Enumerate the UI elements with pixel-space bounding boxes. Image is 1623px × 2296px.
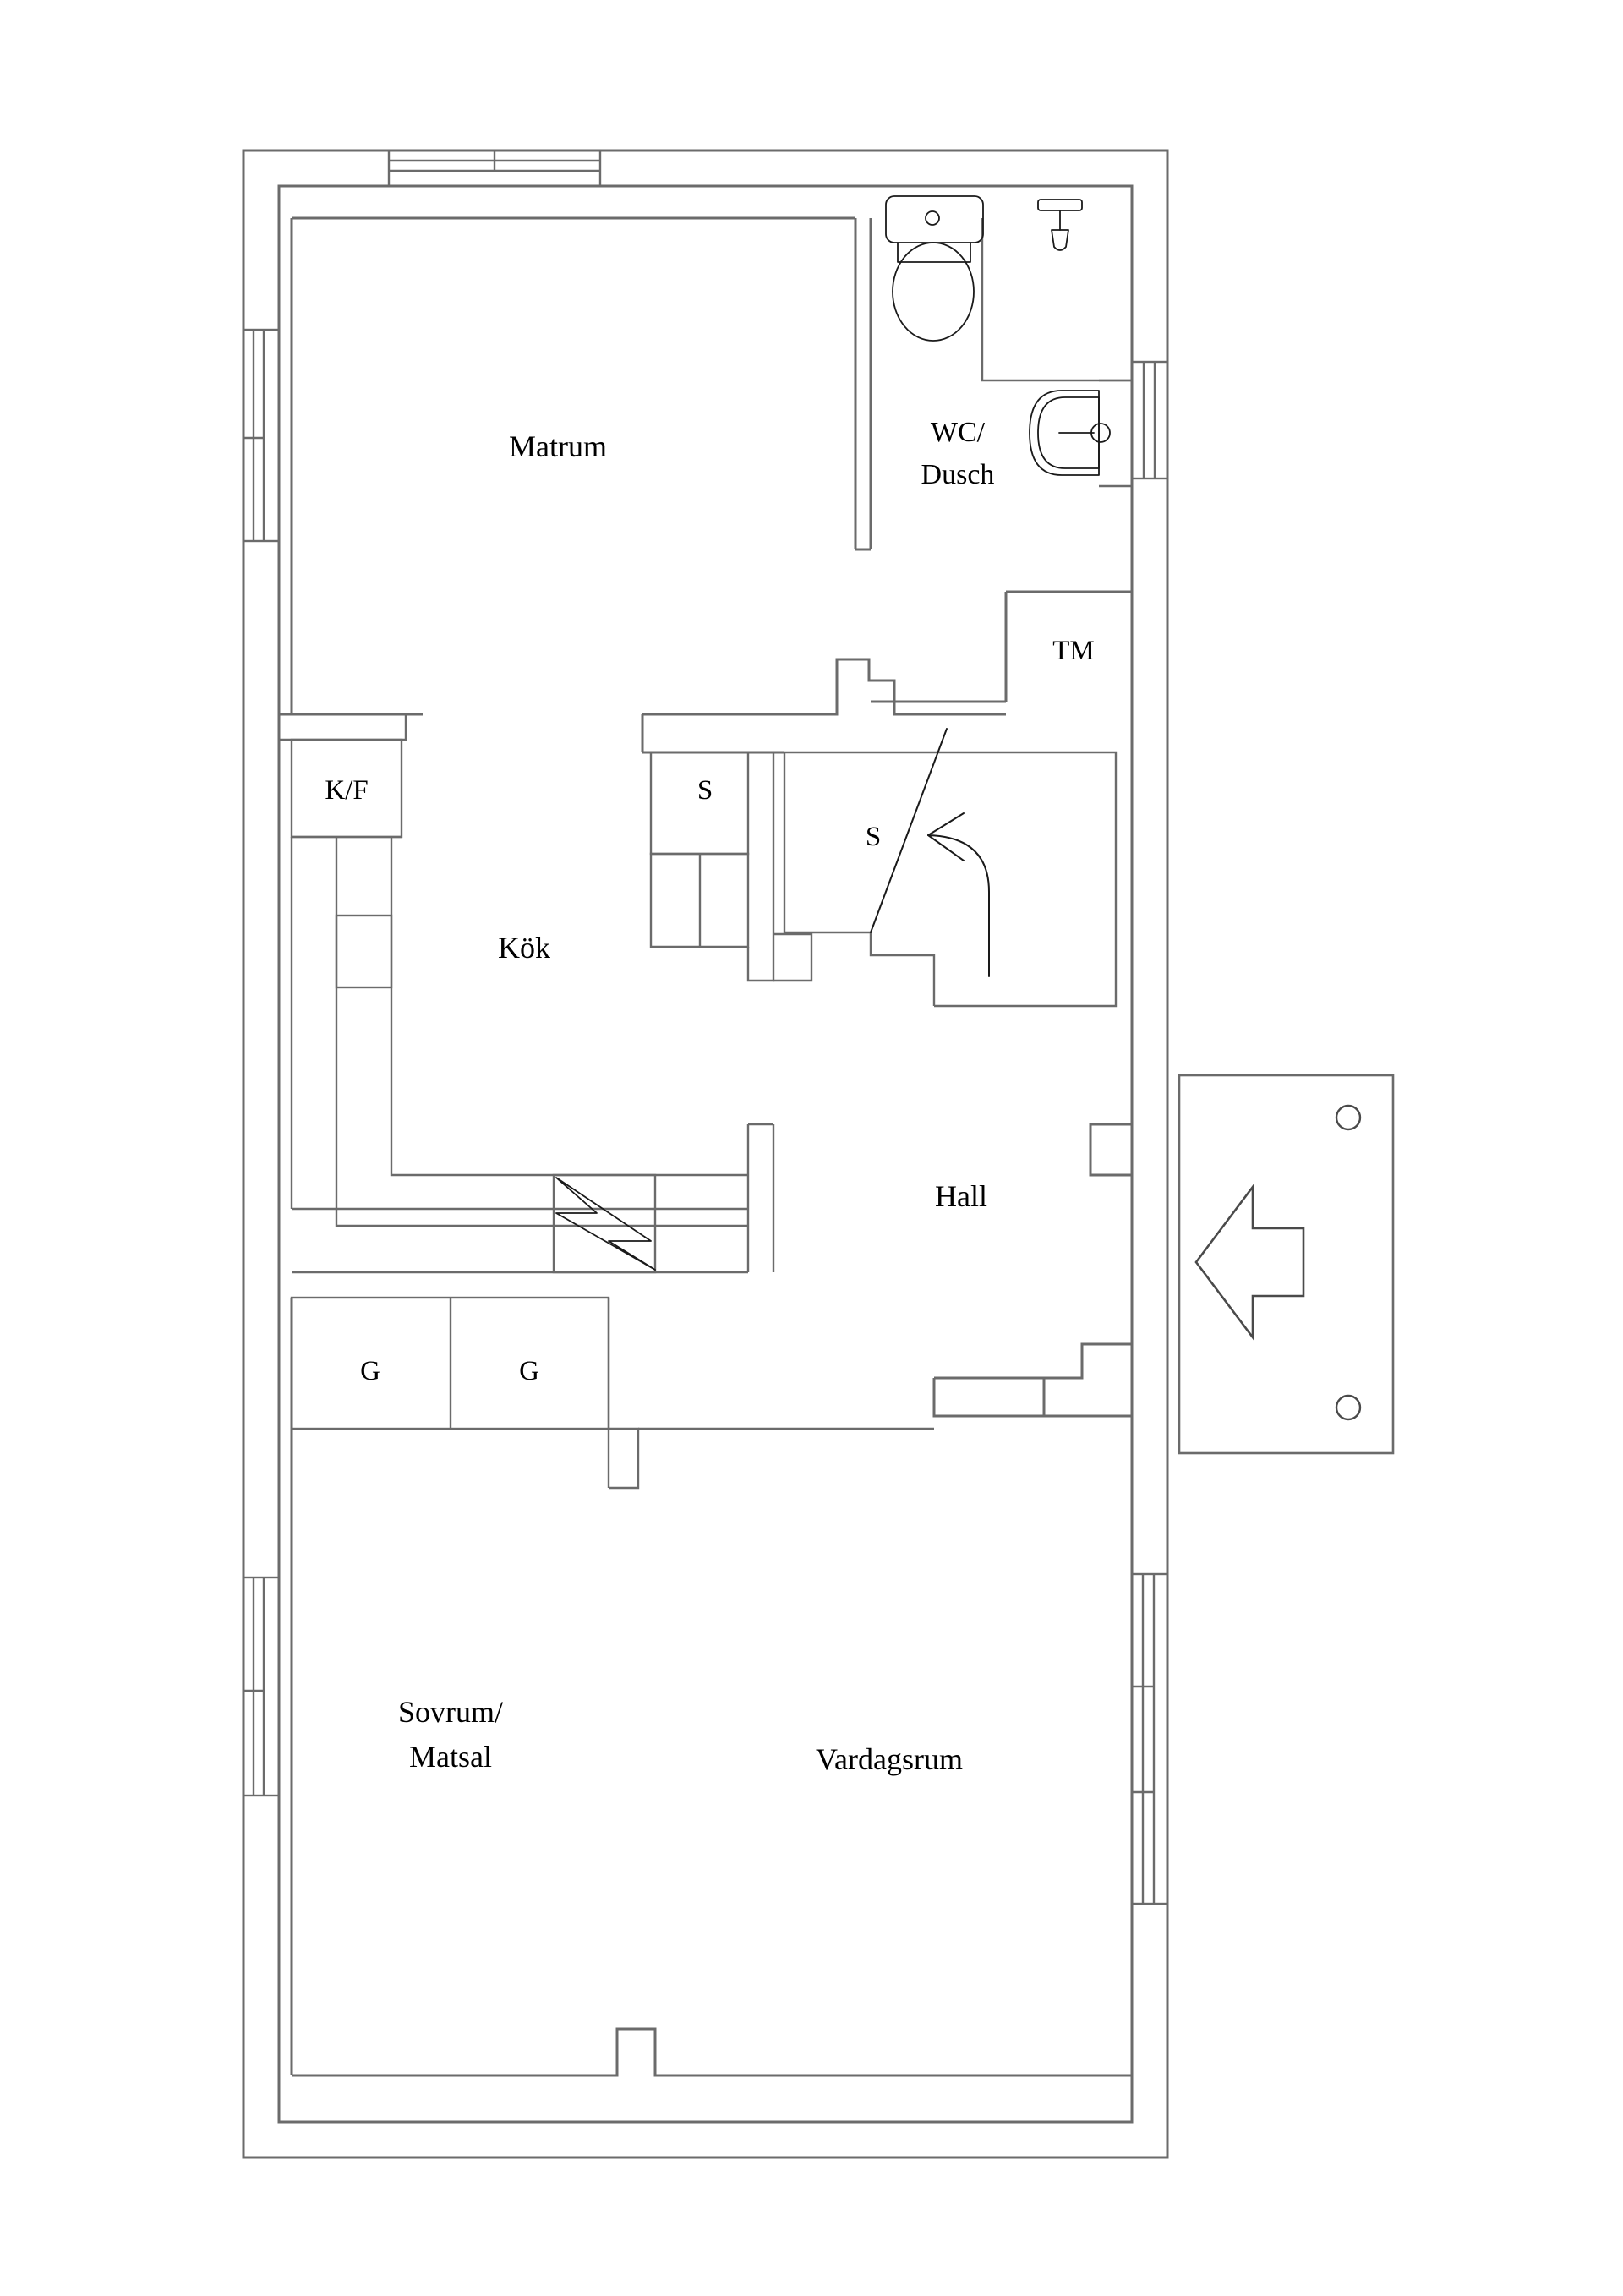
closet-label-s-kitchen: S <box>697 775 713 806</box>
corner-circle-top <box>1335 1104 1362 1131</box>
wc-dusch-walls <box>871 218 1132 703</box>
room-label-kok: Kök <box>498 931 550 965</box>
lower-room-walls <box>290 1298 1134 2077</box>
room-labels: Matrum WC/ Dusch Kök Hall Sovrum/ Matsal… <box>398 417 994 1776</box>
kitchen-walls <box>292 930 775 1274</box>
corner-circle-bottom <box>1335 1394 1362 1421</box>
closet-label-g-left: G <box>360 1356 380 1386</box>
closet-labels: K/F S S TM G G <box>325 636 1094 1386</box>
closet-label-tm: TM <box>1052 636 1095 666</box>
s-closet-kitchen <box>649 751 813 982</box>
win-right-wc <box>1130 360 1169 480</box>
room-label-wc-line2: Dusch <box>921 459 995 490</box>
north-arrow-box <box>1178 1074 1395 1455</box>
s-room-hall <box>783 728 1118 1008</box>
win-top <box>387 149 602 188</box>
room-label-vardagsrum: Vardagsrum <box>816 1742 963 1776</box>
win-right-lower <box>1130 1572 1169 1905</box>
outer-wall-envelope <box>242 149 1169 2159</box>
washbasin-fixture <box>1029 379 1134 488</box>
toilet-fixture <box>885 195 984 342</box>
hall-walls <box>932 1123 1132 1418</box>
room-label-sovrum-line2: Matsal <box>409 1740 492 1774</box>
room-label-wc-line1: WC/ <box>931 417 986 448</box>
shower-head-fixture <box>1037 199 1083 251</box>
room-label-matrum: Matrum <box>509 429 607 463</box>
north-arrow-icon <box>1194 1184 1305 1341</box>
win-left-lower <box>242 1576 281 1797</box>
closet-label-kf: K/F <box>325 775 368 806</box>
room-label-sovrum-line1: Sovrum/ <box>398 1695 503 1729</box>
g-closets <box>290 1296 934 1490</box>
win-left-upper <box>242 328 281 543</box>
chimney-step <box>641 658 1006 754</box>
closet-label-g-right: G <box>519 1356 539 1386</box>
room-label-hall: Hall <box>935 1179 987 1213</box>
kf-closet <box>279 713 407 1209</box>
stove-zigzag-symbol <box>552 1173 657 1274</box>
closet-label-s-hall: S <box>866 822 881 852</box>
